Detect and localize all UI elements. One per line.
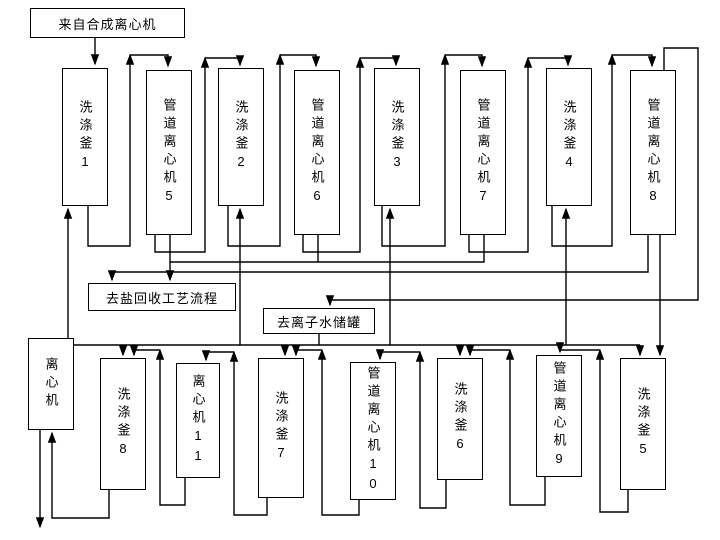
- node-label: 洗涤釜4: [561, 100, 577, 174]
- flow-line: [229, 350, 268, 516]
- flow-line: [325, 47, 699, 307]
- flow-line: [302, 56, 365, 253]
- node-pipeline-centrifuge-5: 管道离心机5: [146, 70, 192, 235]
- node-source: 来自合成离心机: [30, 8, 185, 38]
- flow-line: [375, 349, 420, 361]
- flow-line: [201, 350, 234, 362]
- node-label: 去盐回收工艺流程: [105, 290, 218, 306]
- flow-line: [415, 350, 447, 509]
- node-washing-kettle-1: 洗涤釜1: [62, 68, 108, 206]
- flow-line: [317, 348, 360, 516]
- node-salt-recovery: 去盐回收工艺流程: [88, 283, 236, 311]
- node-label: 洗涤釜8: [115, 387, 131, 461]
- flow-line: [468, 56, 533, 253]
- flow-line: [107, 235, 649, 282]
- node-pipeline-centrifuge-6: 管道离心机6: [294, 70, 340, 235]
- node-label: 洗涤釜5: [635, 387, 651, 461]
- flow-line: [595, 348, 629, 513]
- node-label: 来自合成离心机: [58, 16, 157, 32]
- node-pipeline-centrifuge-9: 管道离心机9: [536, 355, 582, 477]
- node-label: 洗涤釜3: [389, 100, 405, 174]
- node-washing-kettle-5: 洗涤釜5: [620, 358, 666, 490]
- flow-line: [505, 348, 546, 506]
- node-washing-kettle-2: 洗涤釜2: [218, 68, 264, 206]
- flow-line: [291, 345, 322, 357]
- node-label: 洗涤釜6: [452, 382, 468, 456]
- flow-line: [528, 55, 573, 67]
- flow-line: [87, 53, 135, 247]
- node-washing-kettle-4: 洗涤釜4: [546, 68, 592, 206]
- node-water-tank: 去离子水储罐: [263, 308, 375, 334]
- flow-line: [465, 345, 510, 357]
- node-washing-kettle-7: 洗涤釜7: [258, 358, 304, 498]
- node-washing-kettle-8: 洗涤釜8: [100, 358, 146, 490]
- flow-line: [227, 53, 285, 247]
- flow-line: [612, 54, 657, 68]
- node-label: 管道离心机6: [309, 97, 325, 208]
- flow-line: [205, 55, 245, 67]
- flow-line: [280, 54, 321, 68]
- node-pipeline-centrifuge-7: 管道离心机7: [460, 70, 506, 235]
- flow-line: [47, 431, 110, 519]
- flow-line: [154, 56, 210, 253]
- flow-line: [130, 54, 173, 68]
- node-label: 去离子水储罐: [276, 314, 361, 330]
- node-centrifuge-final: 离心机: [28, 338, 74, 430]
- flow-line: [551, 53, 617, 247]
- node-label: 洗涤釜2: [233, 100, 249, 174]
- flow-line: [445, 54, 487, 68]
- node-label: 洗涤釜1: [77, 100, 93, 174]
- node-label: 管道离心机5: [161, 97, 177, 208]
- node-centrifuge-11: 离心机11: [176, 363, 220, 478]
- flow-line: [360, 55, 401, 67]
- flow-line: [155, 348, 186, 506]
- flow-line: [381, 53, 450, 247]
- node-label: 管道离心机10: [365, 366, 381, 496]
- node-label: 管道离心机8: [645, 97, 661, 208]
- node-washing-kettle-6: 洗涤釜6: [437, 358, 483, 480]
- flow-line: [129, 345, 160, 357]
- node-label: 管道离心机7: [475, 97, 491, 208]
- flow-line: [555, 342, 600, 354]
- node-washing-kettle-3: 洗涤釜3: [374, 68, 420, 206]
- node-label: 离心机11: [190, 373, 206, 468]
- node-label: 管道离心机9: [551, 361, 567, 471]
- node-pipeline-centrifuge-8: 管道离心机8: [630, 70, 676, 235]
- node-label: 洗涤釜7: [273, 391, 289, 465]
- node-label: 离心机: [43, 357, 59, 411]
- node-pipeline-centrifuge-10: 管道离心机10: [350, 362, 396, 500]
- flow-line: [165, 235, 485, 282]
